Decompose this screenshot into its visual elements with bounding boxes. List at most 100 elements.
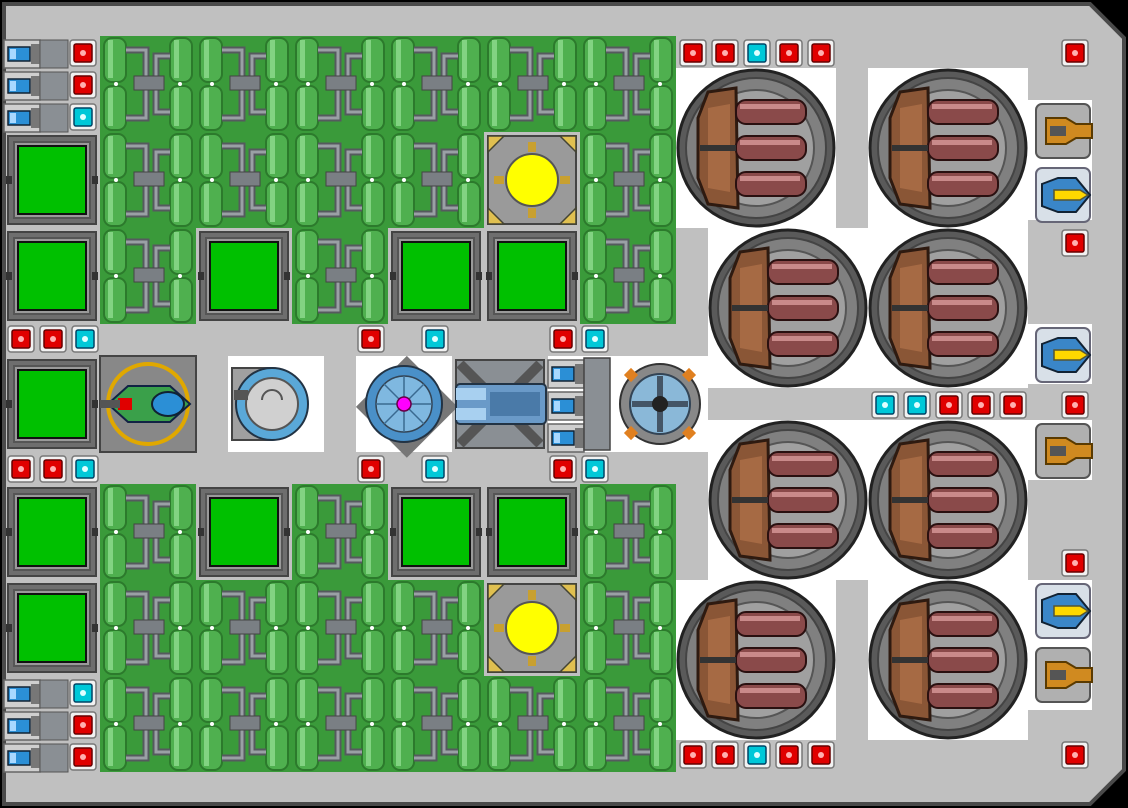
red-connector <box>39 455 67 483</box>
thruster-array <box>455 359 547 449</box>
red-connector <box>1061 741 1089 769</box>
red-connector <box>1061 391 1089 419</box>
cyan-connector <box>71 325 99 353</box>
red-connector <box>69 39 97 67</box>
small-gun-gold-2 <box>1035 423 1093 479</box>
pipe-junction <box>39 39 69 69</box>
heavy-turret <box>676 68 836 228</box>
red-connector <box>357 325 385 353</box>
fuel-tank <box>100 580 196 676</box>
battery-cell <box>3 103 41 133</box>
fuel-tank <box>292 132 388 228</box>
battery-cell <box>3 71 41 101</box>
red-connector <box>69 71 97 99</box>
cyan-connector <box>903 391 931 419</box>
fuel-tank <box>292 484 388 580</box>
fuel-tank <box>292 580 388 676</box>
red-connector <box>807 39 835 67</box>
fuel-tank <box>196 580 292 676</box>
small-gun-blue-1 <box>1035 167 1091 223</box>
armor-block <box>5 583 99 673</box>
fuel-tank-field-bottom <box>100 484 676 772</box>
armor-block <box>485 231 579 321</box>
red-connector <box>807 741 835 769</box>
battery-cell <box>3 711 41 741</box>
pipe-junction <box>39 103 69 133</box>
cyan-connector <box>871 391 899 419</box>
armor-block <box>389 231 483 321</box>
red-connector <box>7 325 35 353</box>
red-connector <box>357 455 385 483</box>
cockpit <box>99 355 197 453</box>
fuel-tank <box>484 676 580 772</box>
fuel-tank <box>484 36 580 132</box>
fuel-tank-field-top <box>100 36 676 324</box>
fuel-tank <box>292 36 388 132</box>
heavy-turret <box>708 420 868 580</box>
armor-block <box>197 231 291 321</box>
fuel-tank <box>388 132 484 228</box>
small-gun-blue-2 <box>1035 327 1091 383</box>
pipe-junction <box>39 71 69 101</box>
fuel-tank <box>100 228 196 324</box>
red-connector <box>69 711 97 739</box>
fuel-tank <box>388 676 484 772</box>
armor-block <box>5 487 99 577</box>
heavy-turret <box>868 580 1028 740</box>
armor-block <box>5 135 99 225</box>
fuel-tank <box>580 132 676 228</box>
cyan-connector <box>69 679 97 707</box>
cyan-connector <box>421 455 449 483</box>
heavy-turret <box>868 228 1028 388</box>
fuel-tank <box>196 36 292 132</box>
fuel-tank <box>292 676 388 772</box>
cyan-connector <box>581 325 609 353</box>
red-connector <box>69 743 97 771</box>
heavy-turret <box>868 68 1028 228</box>
armor-block <box>5 231 99 321</box>
reactor-top <box>487 135 577 225</box>
red-connector <box>967 391 995 419</box>
hub-node <box>619 363 701 445</box>
red-connector <box>549 455 577 483</box>
battery-stack-mid <box>547 357 611 453</box>
cyan-connector <box>71 455 99 483</box>
red-connector <box>549 325 577 353</box>
battery-stack-left <box>3 39 69 773</box>
cyan-connector <box>69 103 97 131</box>
red-connector <box>711 741 739 769</box>
fuel-tank <box>580 36 676 132</box>
armor-block <box>197 487 291 577</box>
shield-generator <box>231 367 309 441</box>
fuel-tank <box>196 676 292 772</box>
power-core <box>355 355 458 458</box>
fuel-tank <box>388 36 484 132</box>
red-connector <box>935 391 963 419</box>
fuel-tank <box>196 132 292 228</box>
battery-cell <box>3 679 41 709</box>
battery-cell <box>3 39 41 69</box>
red-connector <box>775 39 803 67</box>
fuel-tank <box>580 228 676 324</box>
small-gun-gold-3 <box>1035 647 1093 703</box>
fuel-tank <box>388 580 484 676</box>
reactor-bottom <box>487 583 577 673</box>
heavy-turret <box>868 420 1028 580</box>
battery-cell <box>3 743 41 773</box>
red-connector <box>1061 229 1089 257</box>
armor-block <box>5 359 99 449</box>
fuel-tank <box>100 36 196 132</box>
fuel-tank <box>580 580 676 676</box>
red-connector <box>711 39 739 67</box>
red-connector <box>679 39 707 67</box>
red-connector <box>679 741 707 769</box>
pipe-junction <box>39 743 69 773</box>
fuel-tank <box>100 676 196 772</box>
fuel-tank <box>580 676 676 772</box>
cyan-connector <box>581 455 609 483</box>
cyan-connector <box>421 325 449 353</box>
red-connector <box>999 391 1027 419</box>
heavy-turret <box>708 228 868 388</box>
red-connector <box>1061 549 1089 577</box>
